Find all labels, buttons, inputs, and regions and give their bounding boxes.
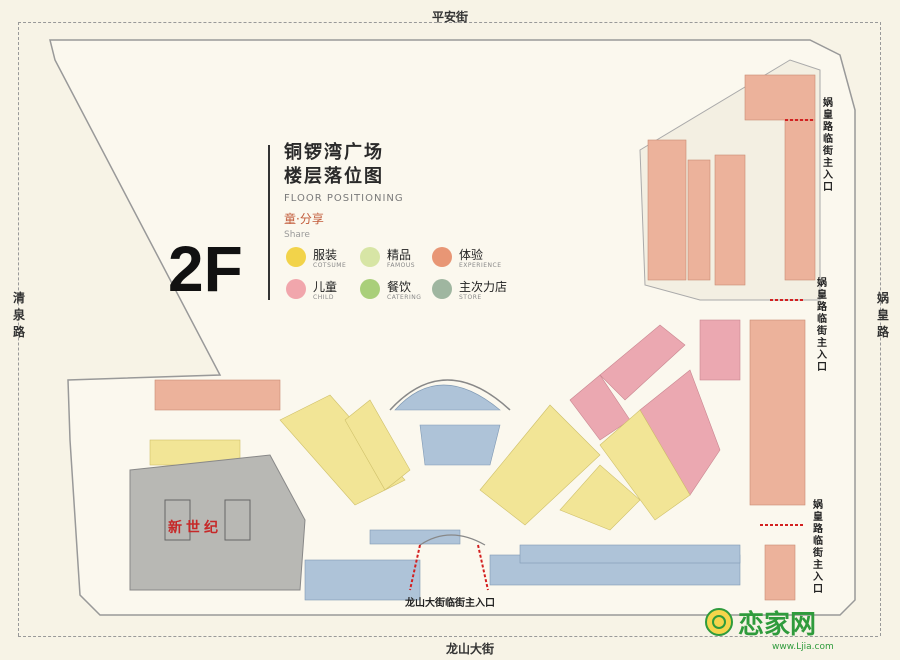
legend-label-en: EXPERIENCE bbox=[459, 262, 502, 269]
street-north-label: 平安街 bbox=[431, 10, 468, 24]
boundary-west bbox=[18, 22, 19, 636]
units-yellow bbox=[149, 394, 691, 531]
street-south-label: 龙山大街 bbox=[445, 642, 494, 656]
street-west-text: 清泉路 bbox=[12, 291, 25, 339]
entrance-east-middle: 娲皇路临街主入口 bbox=[817, 278, 827, 373]
theme-english: Share bbox=[284, 230, 310, 240]
title-divider bbox=[268, 145, 270, 300]
legend-item-experience: 体验 EXPERIENCE bbox=[432, 246, 512, 272]
legend-label: 体验 bbox=[459, 248, 484, 262]
theme-name: 童·分享 bbox=[284, 212, 324, 226]
title-english: FLOOR POSITIONING bbox=[284, 193, 404, 204]
legend-label-en: FAMOUS bbox=[387, 262, 416, 269]
shirt-icon bbox=[286, 247, 306, 267]
units-blue bbox=[304, 384, 741, 601]
boundary-south bbox=[18, 636, 878, 637]
child-icon bbox=[286, 279, 306, 299]
title-line-2: 楼层落位图 bbox=[284, 166, 384, 187]
anchor-tenant-label: 新世纪 bbox=[168, 520, 222, 536]
legend-label-en: STORE bbox=[459, 294, 482, 301]
legend-label-en: CHILD bbox=[313, 294, 334, 301]
boundary-north bbox=[18, 22, 878, 23]
legend-label: 儿童 bbox=[313, 280, 338, 294]
watermark-brand: 恋家网 bbox=[738, 609, 817, 639]
legend-label: 主次力店 bbox=[459, 280, 508, 294]
entrance-east-lower: 娲皇路临街主入口 bbox=[813, 500, 823, 595]
south-atrium bbox=[419, 534, 486, 546]
legend-label: 精品 bbox=[387, 248, 412, 262]
legend-label-en: CATERING bbox=[387, 294, 422, 301]
watermark-url: www.Ljia.com bbox=[772, 642, 834, 652]
anchor-escalator-1 bbox=[164, 499, 191, 541]
diamond-icon bbox=[360, 247, 380, 267]
legend-item-store: 主次力店 STORE bbox=[432, 278, 512, 304]
units-orange bbox=[154, 74, 816, 601]
watermark-logo: 恋家网 www.Ljia.com bbox=[705, 604, 834, 652]
entrance-east-upper: 娲皇路临街主入口 bbox=[823, 98, 833, 193]
street-east-text: 娲皇路 bbox=[876, 291, 889, 339]
legend-item-child: 儿童 CHILD bbox=[286, 278, 366, 304]
central-atrium bbox=[389, 379, 511, 411]
boundary-east bbox=[880, 22, 881, 636]
units-pink bbox=[569, 319, 741, 496]
legend: 服装 COTSUME 精品 FAMOUS 体验 EXPERIENCE 儿童 CH… bbox=[286, 246, 536, 306]
catering-icon bbox=[360, 279, 380, 299]
legend-label: 餐饮 bbox=[387, 280, 412, 294]
title-line-1: 铜锣湾广场 bbox=[284, 142, 384, 163]
street-west-label: 清泉路 bbox=[10, 290, 28, 341]
legend-item-boutique: 精品 FAMOUS bbox=[360, 246, 440, 272]
legend-label-en: COTSUME bbox=[313, 262, 347, 269]
snail-logo-icon bbox=[705, 608, 733, 636]
legend-item-clothing: 服装 COTSUME bbox=[286, 246, 366, 272]
street-east-label: 娲皇路 bbox=[874, 290, 892, 341]
floor-number: 2F bbox=[168, 233, 243, 305]
entrance-south: 龙山大街临街主入口 bbox=[405, 598, 495, 609]
legend-label: 服装 bbox=[313, 248, 338, 262]
experience-icon bbox=[432, 247, 452, 267]
legend-item-catering: 餐饮 CATERING bbox=[360, 278, 440, 304]
anchor-store-block bbox=[129, 454, 306, 591]
entrance-arrows bbox=[409, 119, 815, 591]
title-block: 铜锣湾广场 楼层落位图 FLOOR POSITIONING bbox=[284, 141, 404, 204]
anchor-escalator-2 bbox=[224, 499, 251, 541]
store-icon bbox=[432, 279, 452, 299]
